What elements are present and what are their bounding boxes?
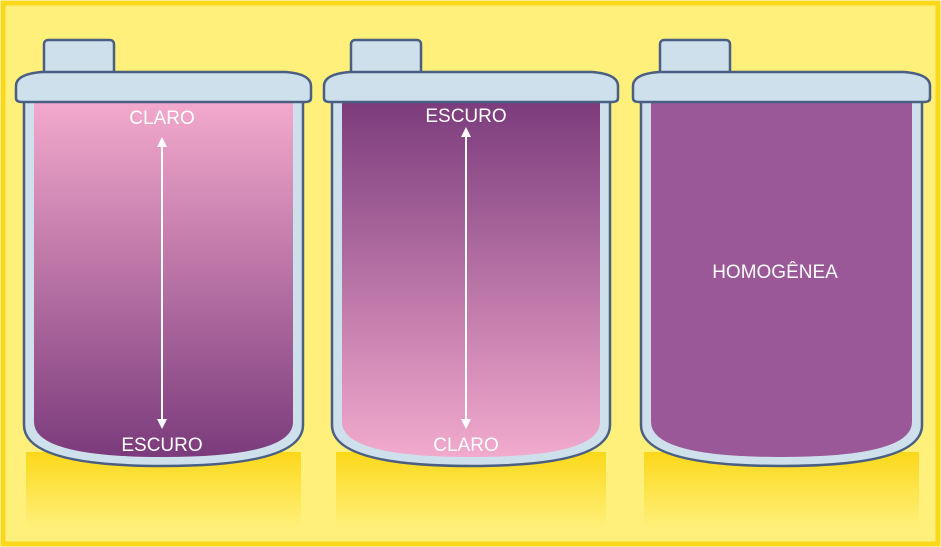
jar-center-label: HOMOGÊNEA [712, 261, 838, 283]
jar-bottom-label: ESCURO [121, 435, 202, 456]
jar-light-to-dark: CLARO ESCURO [16, 40, 311, 466]
jar-lid [633, 72, 930, 102]
jar-liquid [34, 100, 293, 457]
jar-bottom-label: CLARO [433, 435, 498, 456]
jar-liquid [342, 100, 600, 457]
jar-top-label: CLARO [129, 108, 194, 129]
jar-lid [324, 72, 618, 102]
jar-lid [16, 72, 311, 102]
jar-top-label: ESCURO [425, 106, 506, 127]
jar-homogeneous: HOMOGÊNEA [633, 40, 930, 466]
jar-dark-to-light: ESCURO CLARO [324, 40, 618, 466]
